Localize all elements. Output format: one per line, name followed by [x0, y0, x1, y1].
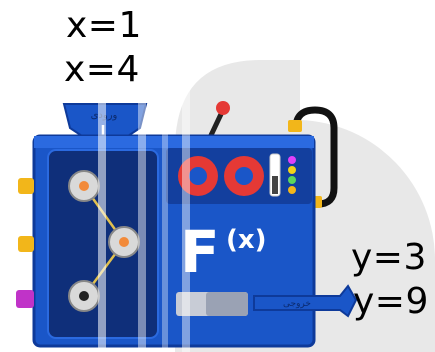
input-value-2: x=4 — [64, 49, 140, 90]
lever-knob-icon — [216, 101, 230, 115]
red-dial-right-inner — [235, 167, 253, 185]
light-strip-1 — [98, 60, 106, 352]
output-tag-icon — [253, 284, 358, 318]
light-strip-2 — [138, 60, 146, 352]
function-letter: F — [180, 218, 220, 286]
left-connector-yellow-bottom — [18, 236, 34, 252]
function-argument: (x) — [226, 225, 267, 255]
pulley-bottom-center — [79, 291, 89, 301]
input-value-1: x=1 — [66, 5, 142, 46]
light-strip-4 — [182, 60, 190, 352]
light-strip-3 — [162, 60, 168, 352]
pulley-top-center — [79, 181, 89, 191]
output-value-1: y=3 — [351, 237, 427, 278]
handle-clip-top — [288, 120, 302, 132]
indicator-light-yellow — [288, 166, 296, 174]
output-slot-shade — [206, 292, 248, 316]
red-dial-left-inner — [189, 167, 207, 185]
output-value-2: y=9 — [353, 281, 429, 322]
indicator-light-yellow-2 — [288, 186, 296, 194]
machine-top-band — [34, 136, 314, 148]
indicator-light-green — [288, 176, 296, 184]
background-circle-shape — [280, 120, 435, 352]
left-connector-magenta — [16, 290, 34, 308]
gauge-fill — [272, 176, 278, 194]
handle-icon — [292, 106, 338, 208]
left-connector-yellow-top — [18, 178, 34, 194]
pulley-middle-center — [119, 237, 129, 247]
indicator-light-magenta — [288, 156, 296, 164]
output-tag-label: خروجی — [283, 299, 311, 309]
